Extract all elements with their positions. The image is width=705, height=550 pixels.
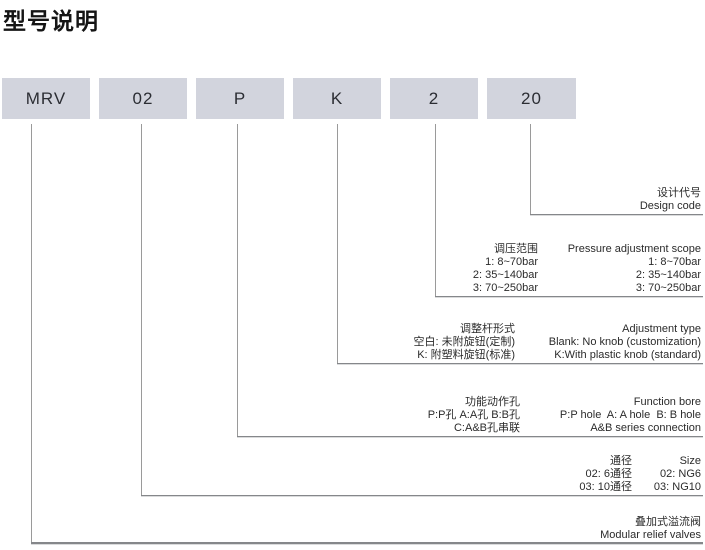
model-box-20: 20 bbox=[487, 78, 576, 119]
section-adjustment-type: 调整杆形式 Adjustment type 空白: 未附旋钮(定制) Blank… bbox=[383, 323, 701, 362]
label-en: Design code bbox=[639, 200, 701, 212]
option-cn: P:P孔 A:A孔 B:B孔 bbox=[427, 409, 520, 421]
rule-design-code bbox=[530, 214, 703, 215]
label-cn: 叠加式溢流阀 bbox=[635, 516, 701, 528]
label-cn: 功能动作孔 bbox=[465, 396, 520, 408]
label-cn: 通径 bbox=[610, 455, 632, 467]
option-en: 3: 70~250bar bbox=[635, 282, 701, 294]
section-line: 调整杆形式 Adjustment type bbox=[383, 323, 701, 336]
option-en: K:With plastic knob (standard) bbox=[554, 349, 701, 361]
rule-adjustment bbox=[337, 363, 703, 364]
connector-line-20 bbox=[530, 124, 531, 214]
section-line: C:A&B孔串联 A&B series connection bbox=[395, 422, 701, 435]
section-line: 1: 8~70bar 1: 8~70bar bbox=[426, 256, 701, 269]
section-line: Modular relief valves bbox=[600, 529, 701, 542]
option-en: 03: NG10 bbox=[653, 481, 701, 493]
section-line: 功能动作孔 Function bore bbox=[395, 396, 701, 409]
section-pressure: 调压范围 Pressure adjustment scope 1: 8~70ba… bbox=[426, 243, 701, 295]
section-line: 3: 70~250bar 3: 70~250bar bbox=[426, 282, 701, 295]
option-cn: 02: 6通径 bbox=[585, 468, 632, 480]
section-design-code: 设计代号 Design code bbox=[640, 187, 701, 213]
option-en: 2: 35~140bar bbox=[635, 269, 701, 281]
label-cn: 调压范围 bbox=[494, 243, 538, 255]
rule-pressure bbox=[435, 296, 703, 297]
section-line: 03: 10通径 03: NG10 bbox=[548, 481, 701, 494]
rule-size bbox=[141, 495, 703, 496]
section-line: 02: 6通径 02: NG6 bbox=[548, 468, 701, 481]
section-size: 通径 Size 02: 6通径 02: NG6 03: 10通径 03: NG1… bbox=[548, 455, 701, 494]
model-box-mrv: MRV bbox=[2, 78, 90, 119]
option-cn: 2: 35~140bar bbox=[472, 269, 538, 281]
section-modular-relief-valves: 叠加式溢流阀 Modular relief valves bbox=[600, 516, 701, 542]
option-cn: 03: 10通径 bbox=[579, 481, 632, 493]
section-line: 设计代号 bbox=[640, 187, 701, 200]
page-title: 型号说明 bbox=[3, 8, 99, 34]
rule-modular bbox=[31, 542, 703, 544]
connector-line-02 bbox=[141, 124, 142, 495]
connector-line-p bbox=[237, 124, 238, 436]
label-en: Function bore bbox=[633, 396, 701, 408]
option-cn: 3: 70~250bar bbox=[472, 282, 538, 294]
label-en: Size bbox=[679, 455, 701, 467]
option-en: 02: NG6 bbox=[660, 468, 701, 480]
option-cn: 空白: 未附旋钮(定制) bbox=[413, 336, 515, 348]
label-cn: 调整杆形式 bbox=[460, 323, 515, 335]
model-box-p: P bbox=[196, 78, 284, 119]
option-en: Blank: No knob (customization) bbox=[548, 336, 701, 348]
section-line: 调压范围 Pressure adjustment scope bbox=[426, 243, 701, 256]
label-en: Pressure adjustment scope bbox=[567, 243, 701, 255]
connector-line-2 bbox=[435, 124, 436, 296]
section-line: 空白: 未附旋钮(定制) Blank: No knob (customizati… bbox=[383, 336, 701, 349]
label-cn: 设计代号 bbox=[657, 187, 701, 199]
connector-line-k bbox=[337, 124, 338, 363]
section-line: 通径 Size bbox=[548, 455, 701, 468]
option-en: 1: 8~70bar bbox=[648, 256, 701, 268]
section-line: 叠加式溢流阀 bbox=[600, 516, 701, 529]
option-en: A&B series connection bbox=[590, 422, 701, 434]
label-en: Adjustment type bbox=[622, 323, 701, 335]
section-line: P:P孔 A:A孔 B:B孔 P:P hole A: A hole B: B h… bbox=[395, 409, 701, 422]
connector-line-mrv bbox=[31, 124, 32, 542]
rule-function-bore bbox=[237, 436, 703, 437]
section-function-bore: 功能动作孔 Function bore P:P孔 A:A孔 B:B孔 P:P h… bbox=[395, 396, 701, 435]
model-box-k: K bbox=[293, 78, 381, 119]
model-box-2: 2 bbox=[390, 78, 478, 119]
section-line: K: 附塑料旋钮(标准) K:With plastic knob (standa… bbox=[383, 349, 701, 362]
option-cn: C:A&B孔串联 bbox=[453, 422, 520, 434]
option-cn: 1: 8~70bar bbox=[485, 256, 538, 268]
option-cn: K: 附塑料旋钮(标准) bbox=[417, 349, 515, 361]
label-en: Modular relief valves bbox=[600, 529, 701, 541]
section-line: Design code bbox=[640, 200, 701, 213]
section-line: 2: 35~140bar 2: 35~140bar bbox=[426, 269, 701, 282]
option-en: P:P hole A: A hole B: B hole bbox=[559, 409, 701, 421]
model-box-02: 02 bbox=[99, 78, 187, 119]
